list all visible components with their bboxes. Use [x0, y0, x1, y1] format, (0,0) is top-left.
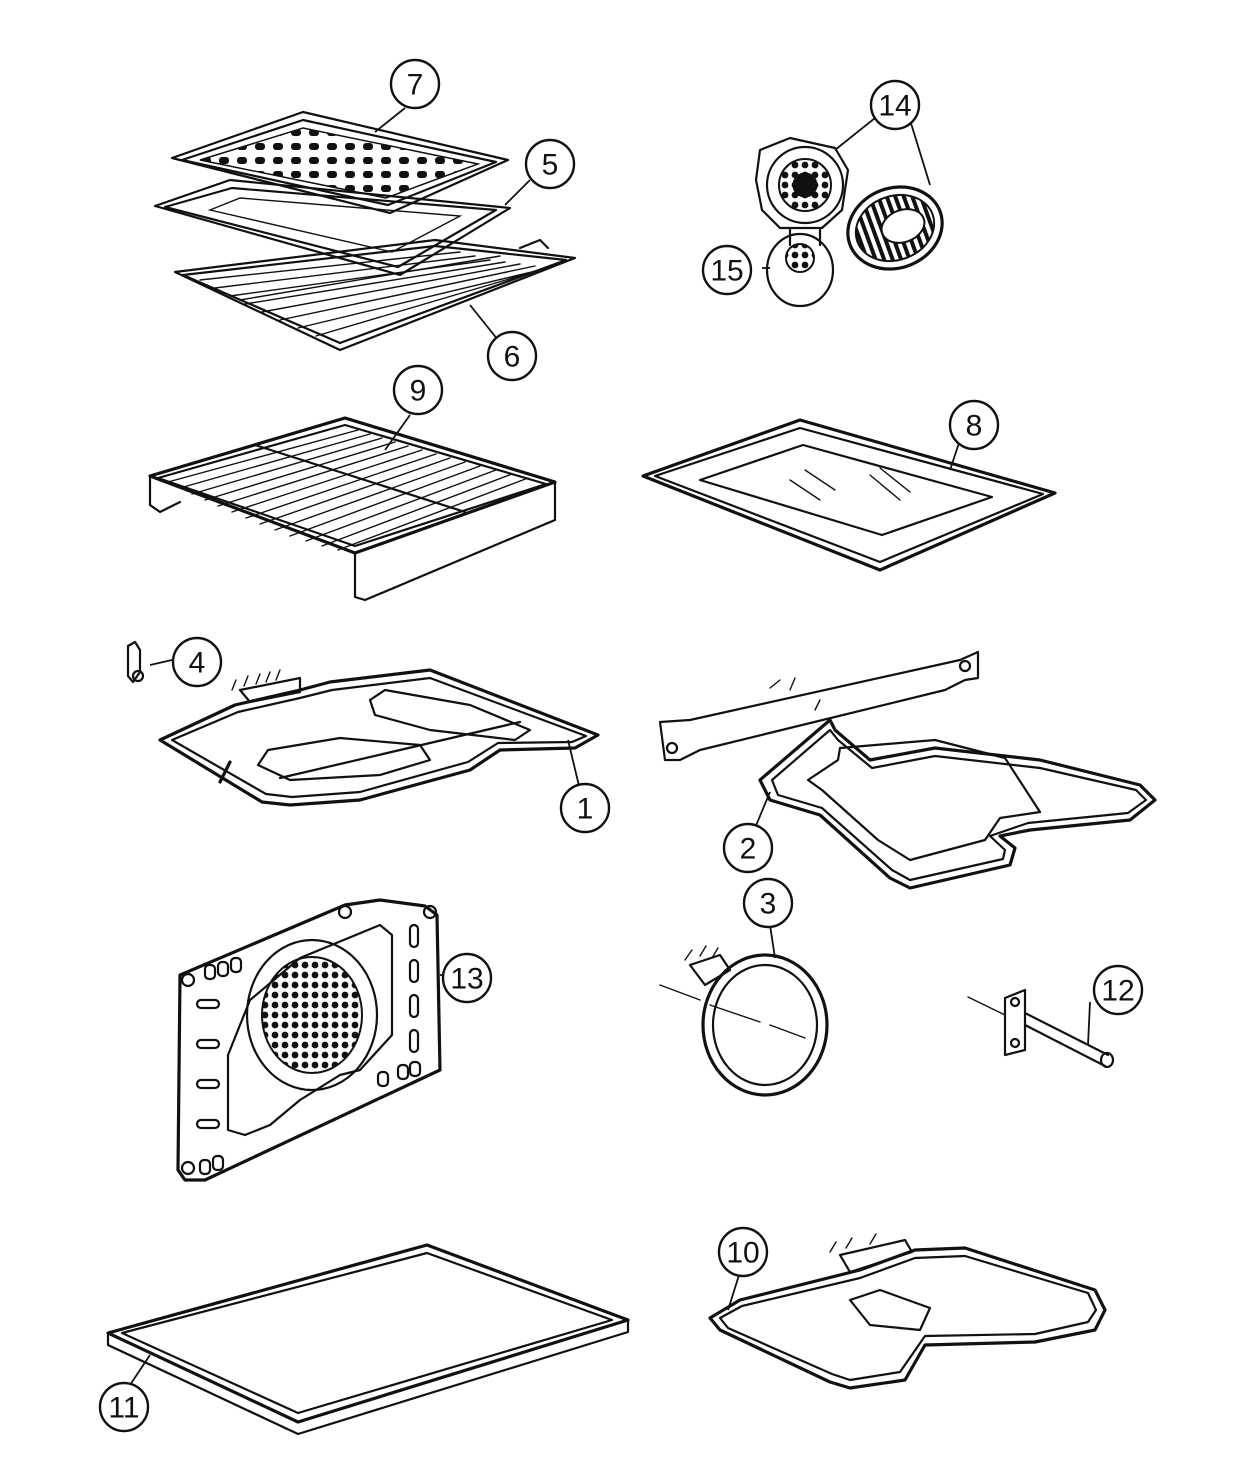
broiler-pan-part — [153, 178, 512, 277]
svg-text:7: 7 — [407, 69, 424, 102]
callout-3: 3 — [742, 877, 794, 929]
oven-rack-part — [173, 238, 577, 352]
callout-11: 11 — [98, 1381, 150, 1433]
bake-element-part — [658, 650, 1157, 890]
drip-tray-part — [106, 1243, 630, 1436]
terminal-clip-part — [126, 640, 145, 684]
convection-fan-assembly-part — [754, 136, 944, 271]
callout-15: 15 — [701, 244, 753, 296]
callout-14: 14 — [869, 79, 921, 131]
svg-text:12: 12 — [1101, 975, 1134, 1008]
svg-text:14: 14 — [878, 90, 911, 123]
svg-text:11: 11 — [108, 1392, 139, 1425]
svg-text:15: 15 — [710, 255, 743, 288]
callout-10: 10 — [717, 1226, 769, 1278]
lower-bake-element-part — [708, 1233, 1107, 1390]
callout-7: 7 — [389, 58, 441, 110]
svg-text:10: 10 — [726, 1237, 759, 1270]
temperature-sensor-part — [967, 988, 1115, 1069]
broil-element-part — [158, 668, 600, 807]
svg-text:9: 9 — [410, 375, 427, 408]
svg-text:8: 8 — [966, 410, 983, 443]
svg-text:4: 4 — [189, 647, 206, 680]
callout-4: 4 — [171, 636, 223, 688]
callout-5: 5 — [524, 138, 576, 190]
callout-13: 13 — [441, 952, 493, 1004]
convection-element-part — [659, 945, 829, 1097]
svg-text:3: 3 — [760, 888, 777, 921]
oven-rack-top-part — [148, 416, 557, 602]
callout-12: 12 — [1092, 964, 1144, 1016]
callout-6: 6 — [486, 330, 538, 382]
callout-8: 8 — [948, 399, 1000, 451]
convection-baffle-part — [176, 898, 442, 1182]
callout-9: 9 — [392, 364, 444, 416]
svg-text:6: 6 — [504, 341, 521, 374]
svg-text:2: 2 — [740, 833, 757, 866]
svg-text:5: 5 — [542, 149, 559, 182]
baking-tray-part — [641, 418, 1057, 572]
leader-lines — [129, 107, 1091, 1386]
svg-text:1: 1 — [577, 793, 594, 826]
callout-1: 1 — [559, 782, 611, 834]
fan-blade-part — [765, 232, 835, 308]
callout-2: 2 — [722, 822, 774, 874]
svg-text:13: 13 — [450, 963, 483, 996]
